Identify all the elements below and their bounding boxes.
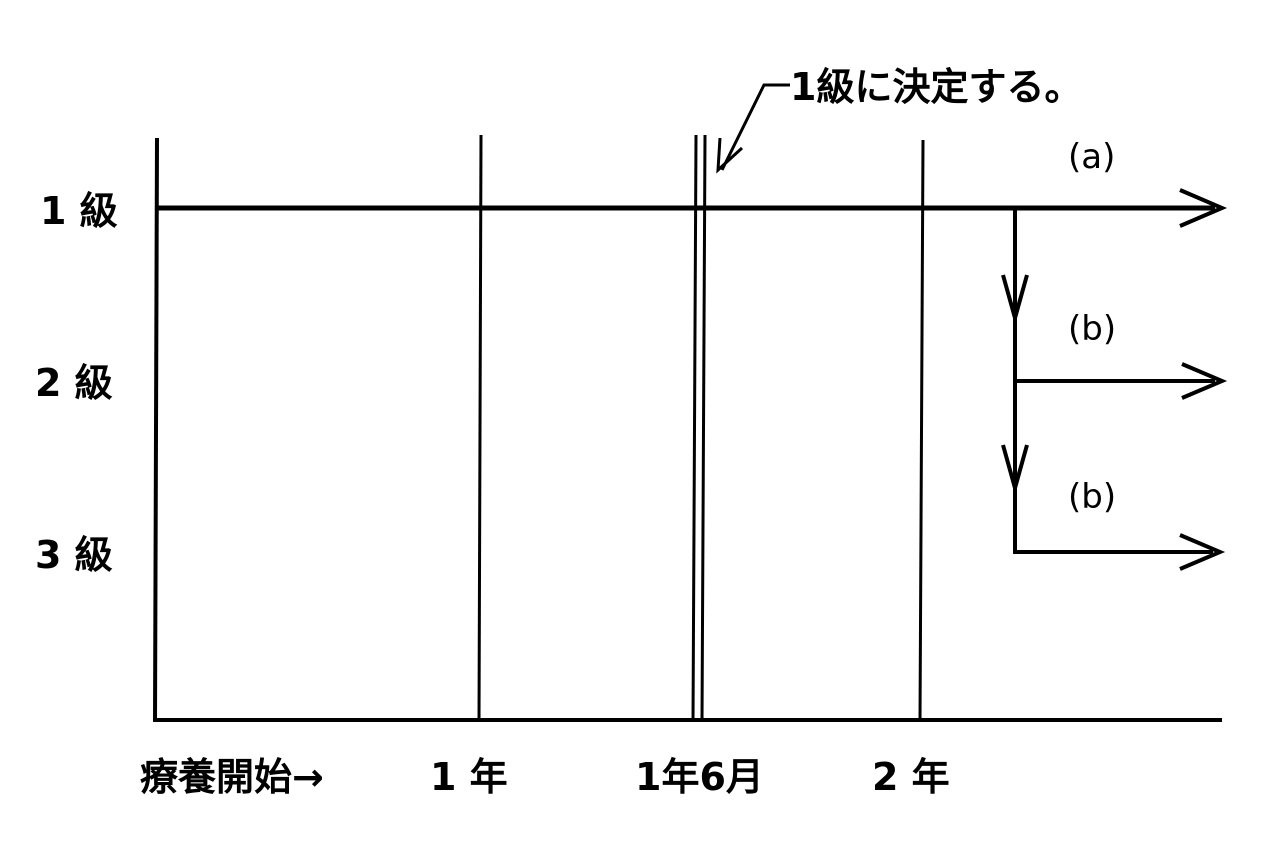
two-year-line xyxy=(918,139,925,723)
annotation-leader-arrowhead xyxy=(716,137,744,174)
grade-2-arrowhead xyxy=(1181,362,1228,400)
downgrade-arrowhead-2 xyxy=(1001,274,1029,326)
one-year-line xyxy=(477,134,483,723)
downgrade-arrowhead-3 xyxy=(1001,444,1029,496)
branch-label-a: (a) xyxy=(1068,137,1115,177)
time-label-1-year-6-months: 1年6月 xyxy=(635,755,764,799)
time-label-start: 療養開始→ xyxy=(140,755,324,799)
branch-label-b-2: (b) xyxy=(1068,477,1116,517)
grade-label-1: 1 級 xyxy=(40,189,118,233)
grade-1-arrowhead xyxy=(1179,188,1228,228)
time-label-2-years: 2 年 xyxy=(872,755,950,799)
one-year-six-months-line-b xyxy=(700,134,707,723)
start-line xyxy=(153,137,159,723)
grade-3-arrowhead xyxy=(1179,533,1226,571)
one-year-six-months-line-a xyxy=(691,134,698,723)
annotation-text: 1級に決定する。 xyxy=(790,65,1082,109)
time-label-1-year: 1 年 xyxy=(430,755,508,799)
grade-label-2: 2 級 xyxy=(35,361,113,405)
grade-label-3: 3 級 xyxy=(35,533,113,577)
branch-label-b-1: (b) xyxy=(1068,309,1116,349)
annotation-leader-arrow xyxy=(720,83,790,171)
